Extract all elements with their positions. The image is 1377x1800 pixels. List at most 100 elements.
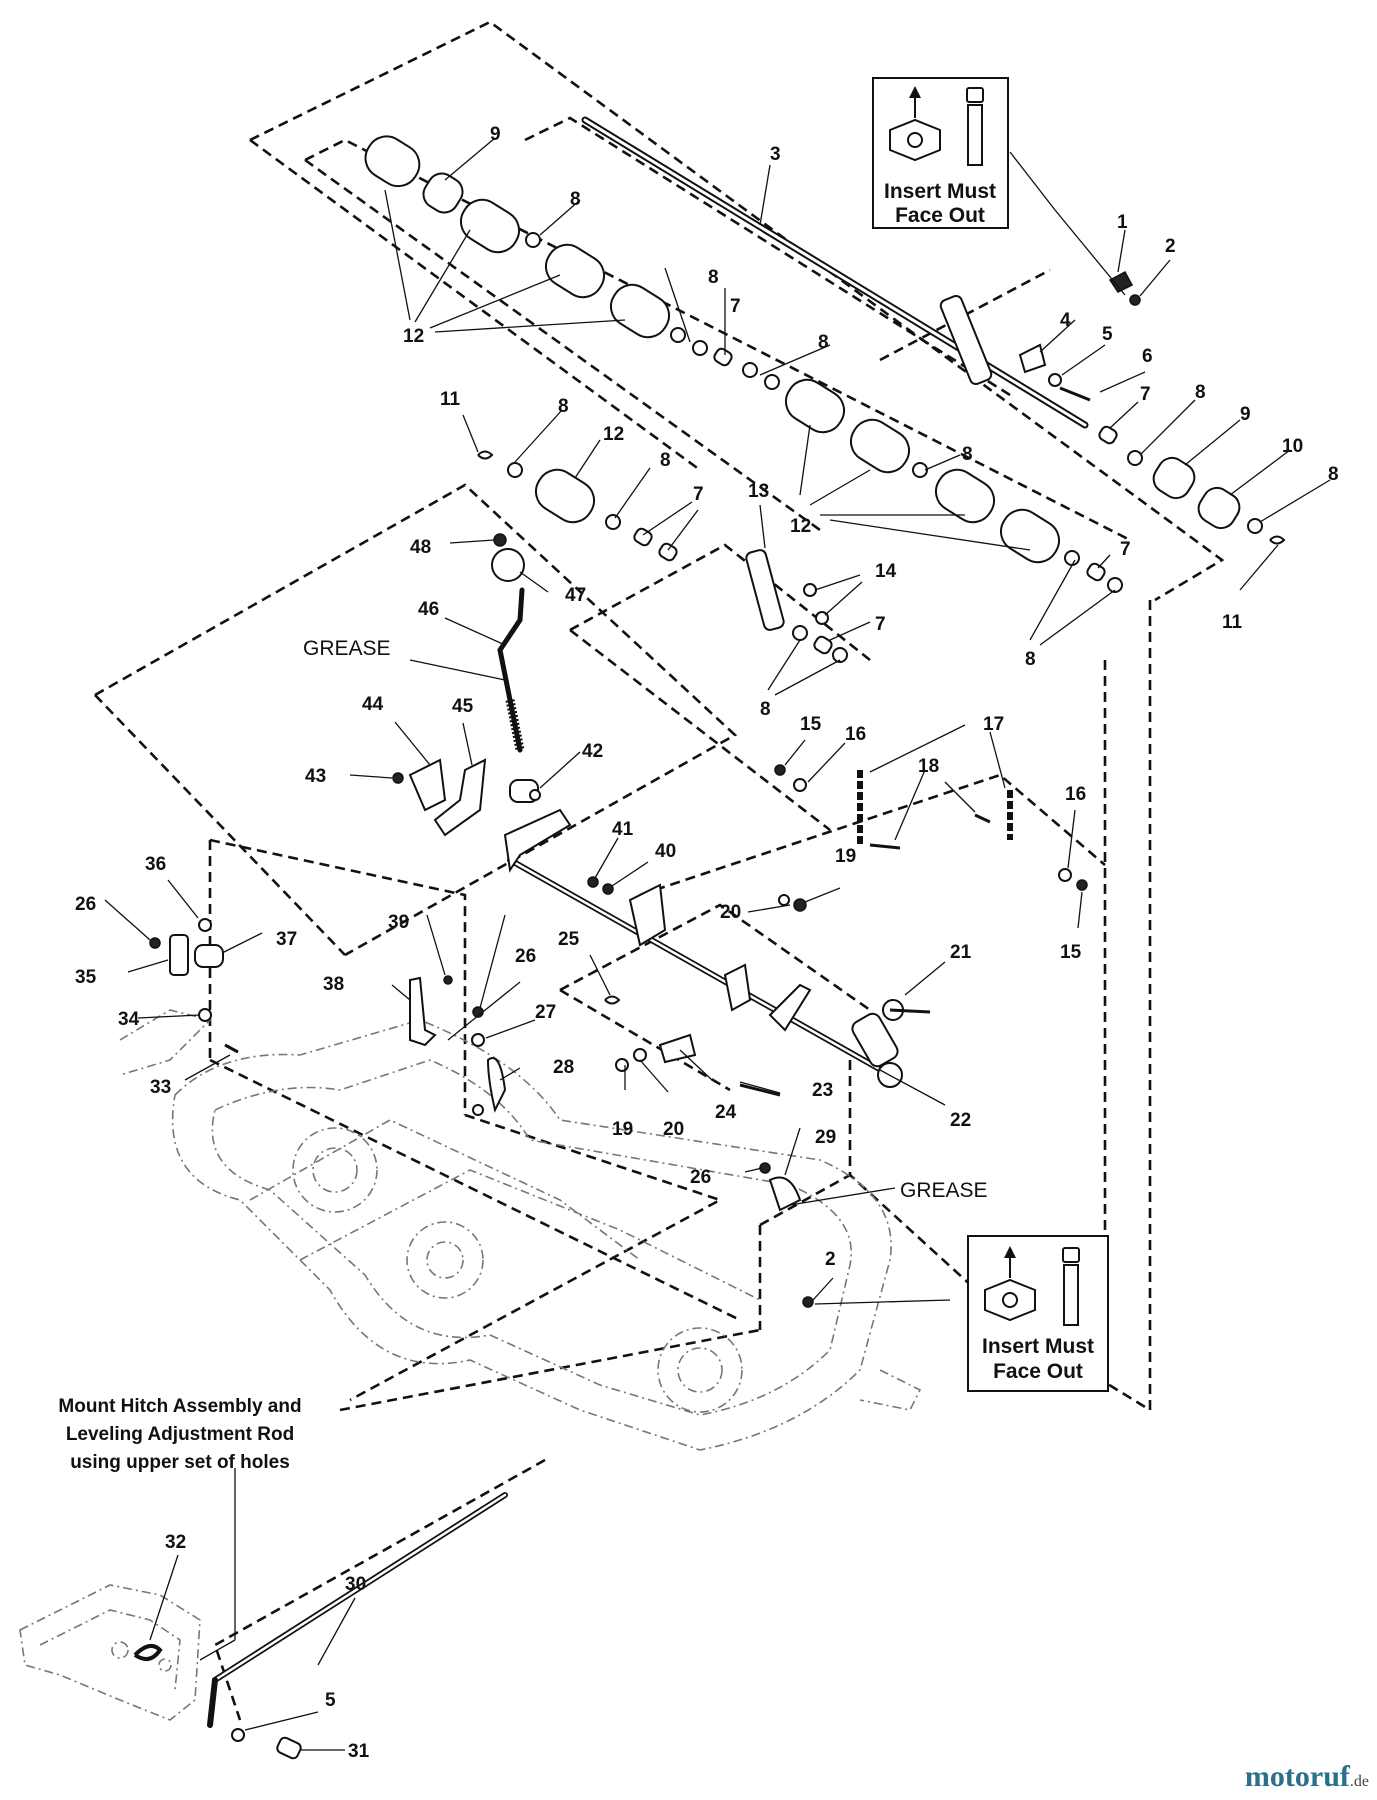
insert-note-bottom-line2: Face Out [993,1360,1083,1383]
insert-note-top-line2: Face Out [895,204,985,227]
callout-8: 8 [570,189,581,210]
callout-11: 11 [440,389,461,410]
callout-46: 46 [418,599,439,620]
callout-20: 20 [663,1119,684,1140]
roller-row-right [1098,425,1263,534]
callout-18: 18 [918,756,939,777]
callout-16: 16 [1065,784,1086,805]
grease-label-lower: GREASE [900,1179,988,1202]
callout-31: 31 [348,1741,370,1762]
callout-32: 32 [165,1532,186,1553]
callout-25: 25 [558,929,580,950]
callout-41: 41 [612,819,634,840]
callout-7: 7 [1140,384,1151,405]
callout-15: 15 [1060,942,1082,963]
hair-pin-clips [477,450,1286,1005]
callout-8: 8 [708,267,719,288]
callout-48: 48 [410,537,431,558]
callout-6: 6 [1142,346,1153,367]
callout-8: 8 [818,332,829,353]
callout-9: 9 [1240,404,1251,425]
callout-19: 19 [612,1119,633,1140]
mount-hitch-note: Mount Hitch Assembly and Leveling Adjust… [58,1396,301,1473]
callout-12: 12 [603,424,624,445]
callout-7: 7 [693,484,704,505]
callout-5: 5 [325,1690,336,1711]
callout-29: 29 [815,1127,836,1148]
callout-4: 4 [1060,310,1071,331]
callout-39: 39 [388,912,409,933]
callout-8: 8 [962,444,973,465]
callout-16: 16 [845,724,866,745]
insert-note-box-top: Insert Must Face Out [872,77,1009,229]
callout-43: 43 [305,766,326,787]
callout-1: 1 [1117,212,1128,233]
callout-27: 27 [535,1002,556,1023]
callout-13: 13 [748,481,769,502]
callout-10: 10 [1282,436,1303,457]
callout-26: 26 [690,1167,711,1188]
callout-12: 12 [790,516,811,537]
rod-bracket-4 [939,270,1141,402]
insert-note-box-bottom: Insert Must Face Out [967,1235,1109,1392]
callout-26: 26 [75,894,96,915]
callout-7: 7 [1120,539,1131,560]
roller-row-upper [364,135,1123,593]
callout-2: 2 [825,1249,836,1270]
callout-8: 8 [558,396,569,417]
callout-28: 28 [553,1057,574,1078]
callout-44: 44 [362,694,384,715]
leveling-rod-30 [133,1492,508,1760]
watermark-logo: motoruf.de [1244,1760,1369,1793]
dashed-assembly-outlines [94,20,1225,1721]
callout-8: 8 [1195,382,1206,403]
callout-12: 12 [403,326,424,347]
mount-note-line3: using upper set of holes [70,1452,290,1473]
callout-33: 33 [150,1077,171,1098]
callout-36: 36 [145,854,166,875]
grease-label-upper: GREASE [303,637,391,660]
chain-assembly [774,764,1088,891]
callout-9: 9 [490,124,501,145]
callout-26: 26 [515,946,536,967]
callout-20: 20 [720,902,741,923]
callout-30: 30 [345,1574,366,1595]
bracket-13 [745,549,848,663]
insert-note-top-line1: Insert Must [884,180,996,203]
callout-35: 35 [75,967,97,988]
callout-38: 38 [323,974,344,995]
lift-handle-assembly [392,533,541,837]
callout-37: 37 [276,929,297,950]
callout-3: 3 [770,144,781,165]
callout-2: 2 [1165,236,1176,257]
mount-note-line1: Mount Hitch Assembly and [58,1396,301,1417]
roller-row-middle [507,462,678,562]
callout-24: 24 [715,1102,737,1123]
callout-11: 11 [1222,612,1243,633]
callout-15: 15 [800,714,822,735]
leader-lines [104,137,1331,1751]
callout-47: 47 [565,585,586,606]
hitch-bracket [19,1584,201,1721]
callout-42: 42 [582,741,603,762]
callout-34: 34 [118,1009,140,1030]
callout-40: 40 [655,841,676,862]
left-hardware [149,918,814,1308]
callout-7: 7 [730,296,741,317]
callout-8: 8 [1025,649,1036,670]
callout-21: 21 [950,942,972,963]
callout-8: 8 [660,450,671,471]
callout-22: 22 [950,1110,971,1131]
callout-14: 14 [875,561,897,582]
callout-23: 23 [812,1080,833,1101]
callout-45: 45 [452,696,474,717]
callout-7: 7 [875,614,886,635]
mount-note-line2: Leveling Adjustment Rod [66,1424,294,1445]
lift-shaft-assembly [503,808,931,1097]
callout-8: 8 [760,699,771,720]
callout-5: 5 [1102,324,1113,345]
callout-17: 17 [983,714,1004,735]
callout-19: 19 [835,846,856,867]
insert-note-bottom-line1: Insert Must [982,1335,1094,1358]
